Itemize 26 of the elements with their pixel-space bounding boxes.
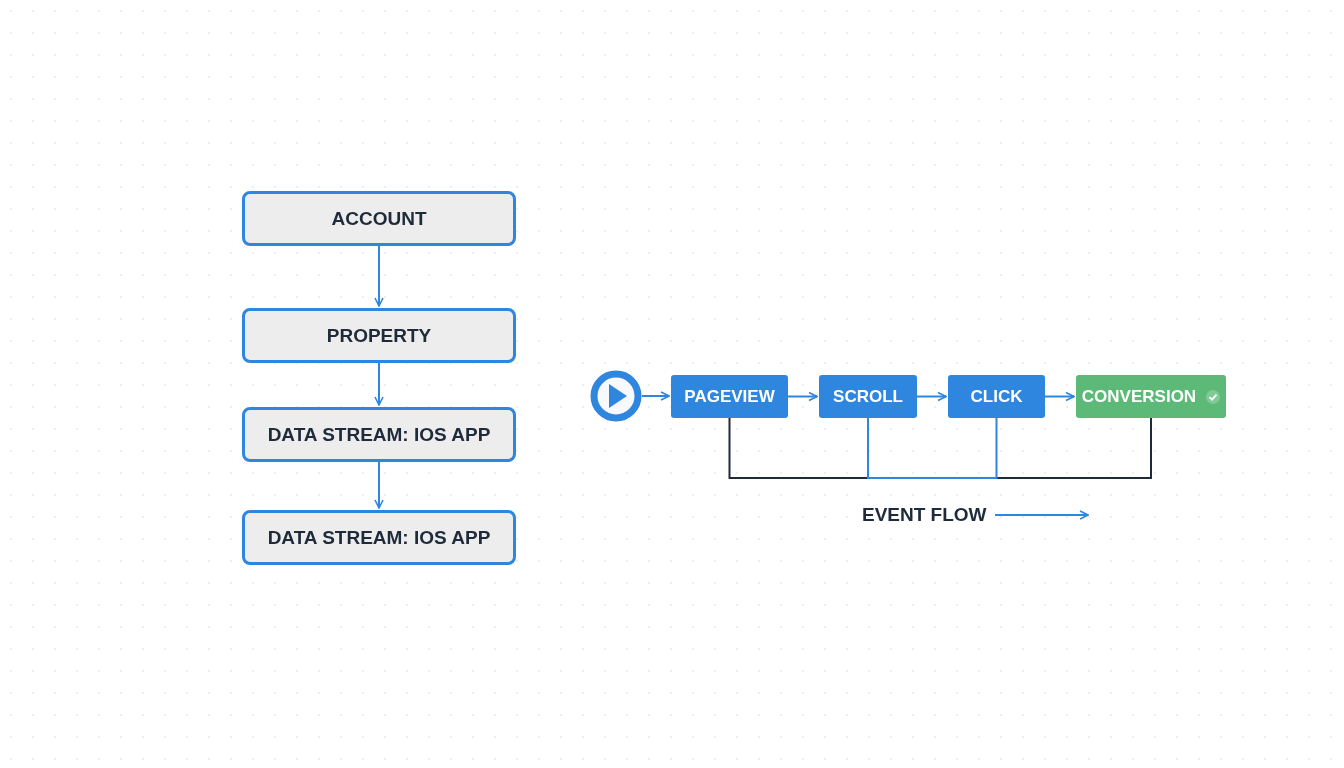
event-box	[671, 375, 788, 418]
arrow	[641, 391, 670, 401]
level-box	[242, 510, 516, 565]
box-label: ACCOUNT	[331, 207, 427, 230]
event-box	[948, 375, 1045, 418]
box-label: DATA STREAM: IOS APP	[267, 526, 491, 549]
connector-line	[867, 417, 998, 479]
play-icon	[590, 370, 642, 422]
level-box	[242, 191, 516, 246]
arrow	[1044, 391, 1075, 402]
box-label: CONVERSION	[1081, 386, 1197, 407]
arrow	[916, 391, 947, 402]
box-label: CLICK	[970, 386, 1023, 407]
arrow	[374, 362, 384, 406]
box-label: DATA STREAM: IOS APP	[267, 423, 491, 446]
box-label: PROPERTY	[326, 324, 432, 347]
arrow	[787, 391, 818, 402]
event-box	[819, 375, 917, 418]
box-label: PAGEVIEW	[684, 386, 775, 407]
flow-label: EVENT FLOW	[862, 504, 987, 526]
goal-box	[1076, 375, 1226, 418]
box-label: SCROLL	[833, 386, 903, 407]
level-box	[242, 407, 516, 462]
arrow	[374, 461, 384, 509]
arrow	[374, 245, 384, 307]
level-box	[242, 308, 516, 363]
